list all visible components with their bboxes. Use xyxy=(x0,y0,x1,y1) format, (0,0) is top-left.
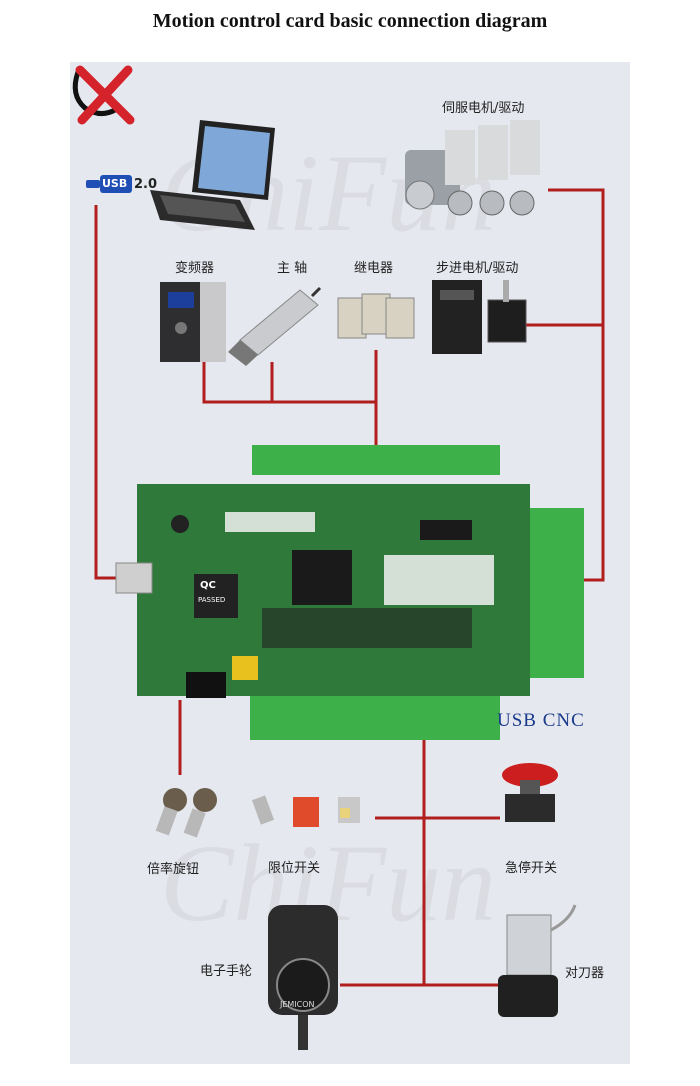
relay-image xyxy=(337,293,415,339)
potentiometer-image xyxy=(155,788,217,838)
handwheel-brand: JEMICON xyxy=(280,1000,315,1009)
laptop-image xyxy=(150,120,275,230)
servo-label: 伺服电机/驱动 xyxy=(442,101,525,116)
spindle-label: 主 轴 xyxy=(277,261,308,276)
chifun-logo xyxy=(72,65,135,125)
tool-setter-label: 对刀器 xyxy=(565,966,605,981)
qc-badge: QC xyxy=(200,580,216,591)
page-title: Motion control card basic connection dia… xyxy=(152,10,548,32)
usb-logo xyxy=(86,175,132,193)
wires xyxy=(94,188,605,987)
relay-label: 继电器 xyxy=(354,261,394,276)
inverter-label: 变频器 xyxy=(175,261,215,276)
spindle-image xyxy=(228,286,322,366)
stepper-image xyxy=(432,280,527,354)
limit-switch-label: 限位开关 xyxy=(268,861,321,876)
wire-servo-stepper-board xyxy=(548,188,605,582)
potentiometer-label: 倍率旋钮 xyxy=(147,862,200,877)
limit-switch-image xyxy=(251,795,360,827)
estop-label: 急停开关 xyxy=(505,861,558,876)
wire-usb xyxy=(94,205,118,580)
tool-setter-image xyxy=(498,904,577,1017)
usb-logo-text: USB xyxy=(102,177,128,190)
inverter-image xyxy=(160,282,226,362)
board-label: USB CNC xyxy=(497,710,585,731)
handwheel-label: 电子手轮 xyxy=(200,964,253,979)
handwheel-image xyxy=(268,905,338,1050)
servo-motor-image xyxy=(405,120,540,216)
stepper-label: 步进电机/驱动 xyxy=(436,261,519,276)
usb-version-label: 2.0 xyxy=(134,177,158,192)
estop-image xyxy=(502,763,558,822)
qc-badge-sub: PASSED xyxy=(198,596,226,604)
wire-inverter xyxy=(202,362,376,404)
cnc-board xyxy=(115,445,584,740)
